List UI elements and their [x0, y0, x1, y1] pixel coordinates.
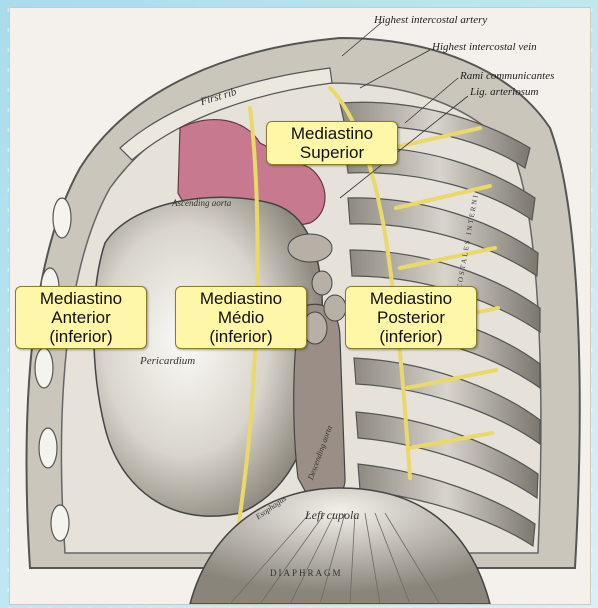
region-label-posterior: Mediastino Posterior (inferior)	[345, 286, 477, 349]
region-anterior-line-1: Mediastino	[22, 289, 140, 308]
label-lig-arteriosum: Lig. arteriosum	[470, 86, 538, 98]
region-medio-line-3: (inferior)	[182, 327, 300, 346]
label-ascending-aorta: Ascending aorta	[172, 198, 232, 208]
region-medio-line-1: Mediastino	[182, 289, 300, 308]
region-superior-line-1: Mediastino	[273, 124, 391, 143]
label-diaphragm: DIAPHRAGM	[270, 568, 343, 578]
label-highest-intercostal-artery: Highest intercostal artery	[374, 14, 487, 26]
region-label-superior: Mediastino Superior	[266, 121, 398, 165]
region-anterior-line-3: (inferior)	[22, 327, 140, 346]
region-medio-line-2: Médio	[182, 308, 300, 327]
region-superior-line-2: Superior	[273, 143, 391, 162]
label-highest-intercostal-vein: Highest intercostal vein	[432, 41, 537, 53]
region-label-medio: Mediastino Médio (inferior)	[175, 286, 307, 349]
label-pericardium: Pericardium	[140, 355, 195, 367]
label-rami-communicantes: Rami communicantes	[460, 70, 554, 82]
label-left-cupola: Left cupola	[305, 508, 359, 523]
region-posterior-line-1: Mediastino	[352, 289, 470, 308]
region-anterior-line-2: Anterior	[22, 308, 140, 327]
region-posterior-line-2: Posterior	[352, 308, 470, 327]
region-label-anterior: Mediastino Anterior (inferior)	[15, 286, 147, 349]
region-posterior-line-3: (inferior)	[352, 327, 470, 346]
anatomical-illustration: Highest intercostal artery Highest inter…	[10, 8, 590, 604]
